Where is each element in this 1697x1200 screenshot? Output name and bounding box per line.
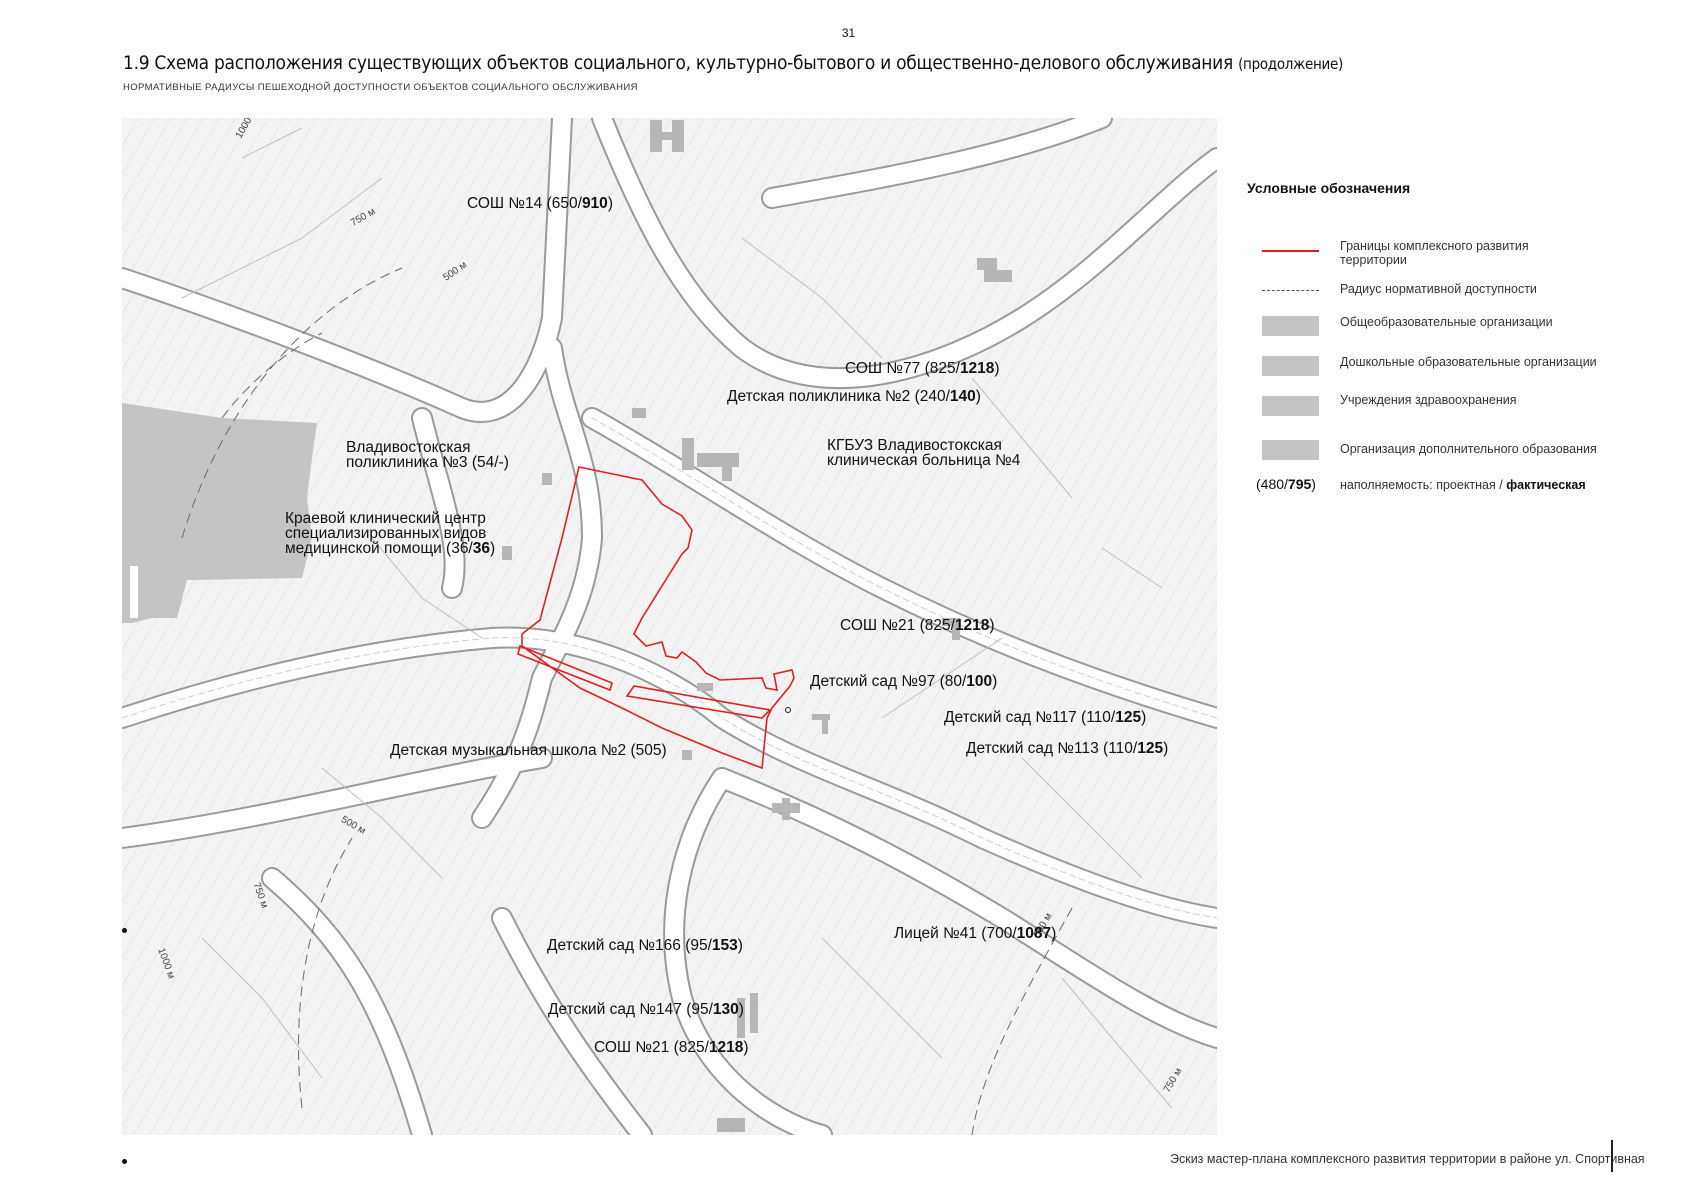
legend-boundary-text: Границы комплексного развития территории [1340, 239, 1529, 267]
clinic-notch [130, 566, 138, 618]
bullet-marker [122, 928, 127, 933]
label-sosh14[interactable]: СОШ №14 (650/910) [467, 195, 613, 212]
label-ds97[interactable]: Детский сад №97 (80/100) [810, 673, 998, 690]
label-kraevoy-center[interactable]: Краевой клинический центр специализирова… [285, 510, 496, 557]
label-det-poliklinika-2[interactable]: Детская поликлиника №2 (240/140) [727, 388, 981, 405]
label-ds147[interactable]: Детский сад №147 (95/130) [548, 1001, 744, 1018]
development-boundary [517, 466, 795, 770]
legend-extra-education-text: Организация дополнительного образования [1340, 442, 1597, 456]
legend-radius-line [1262, 290, 1319, 291]
legend-swatch-extra-education [1262, 440, 1319, 460]
legend-swatch-preschools [1262, 356, 1319, 376]
road-network [122, 118, 1217, 1135]
legend-capacity-example: (480/795) [1256, 476, 1316, 492]
footer-caption: Эскиз мастер-плана комплексного развития… [1170, 1152, 1645, 1166]
legend-schools-text: Общеобразовательные организации [1340, 315, 1553, 329]
label-vlad-poliklinika-3[interactable]: Владивостокская поликлиника №3 (54/-) [346, 439, 509, 471]
label-sosh21-east[interactable]: СОШ №21 (825/1218) [840, 617, 995, 634]
bullet-marker [122, 1159, 127, 1164]
label-sosh77[interactable]: СОШ №77 (825/1218) [845, 360, 1000, 377]
legend-healthcare-text: Учреждения здравоохранения [1340, 393, 1517, 407]
page-subtitle: НОРМАТИВНЫЕ РАДИУСЫ ПЕШЕХОДНОЙ ДОСТУПНОС… [123, 82, 638, 93]
legend-preschools-text: Дошкольные образовательные организации [1340, 355, 1597, 369]
map-area[interactable]: 1000 м 750 м 500 м 500 м 750 м 1000 м 50… [122, 118, 1217, 1135]
page-number: 31 [841, 26, 856, 40]
page-title: 1.9 Схема расположения существующих объе… [123, 52, 1343, 74]
title-suffix: (продолжение) [1238, 55, 1343, 73]
legend-title: Условные обозначения [1247, 180, 1411, 196]
title-main: 1.9 Схема расположения существующих объе… [123, 52, 1233, 74]
label-ds117[interactable]: Детский сад №117 (110/125) [944, 709, 1147, 726]
label-sosh21-south[interactable]: СОШ №21 (825/1218) [594, 1039, 749, 1056]
label-dmsh2[interactable]: Детская музыкальная школа №2 (505) [390, 742, 667, 759]
label-ds166[interactable]: Детский сад №166 (95/153) [547, 937, 743, 954]
clinic-territory [122, 403, 317, 623]
legend-swatch-schools [1262, 316, 1319, 336]
footer-divider [1611, 1140, 1613, 1172]
street-detail [181, 127, 1173, 1109]
label-ds113[interactable]: Детский сад №113 (110/125) [966, 740, 1169, 757]
accessibility-radius [181, 267, 1073, 1135]
legend-boundary-line [1262, 250, 1319, 252]
facility-buildings [502, 120, 1012, 1132]
label-kgbuz[interactable]: КГБУЗ Владивостокская клиническая больни… [827, 437, 1021, 469]
map-canvas [122, 118, 1217, 1135]
legend-capacity-text: наполняемость: проектная / фактическая [1340, 478, 1586, 492]
legend-radius-text: Радиус нормативной доступности [1340, 282, 1537, 296]
legend-swatch-healthcare [1262, 396, 1319, 416]
label-licey41[interactable]: Лицей №41 (700/1087) [894, 925, 1057, 942]
